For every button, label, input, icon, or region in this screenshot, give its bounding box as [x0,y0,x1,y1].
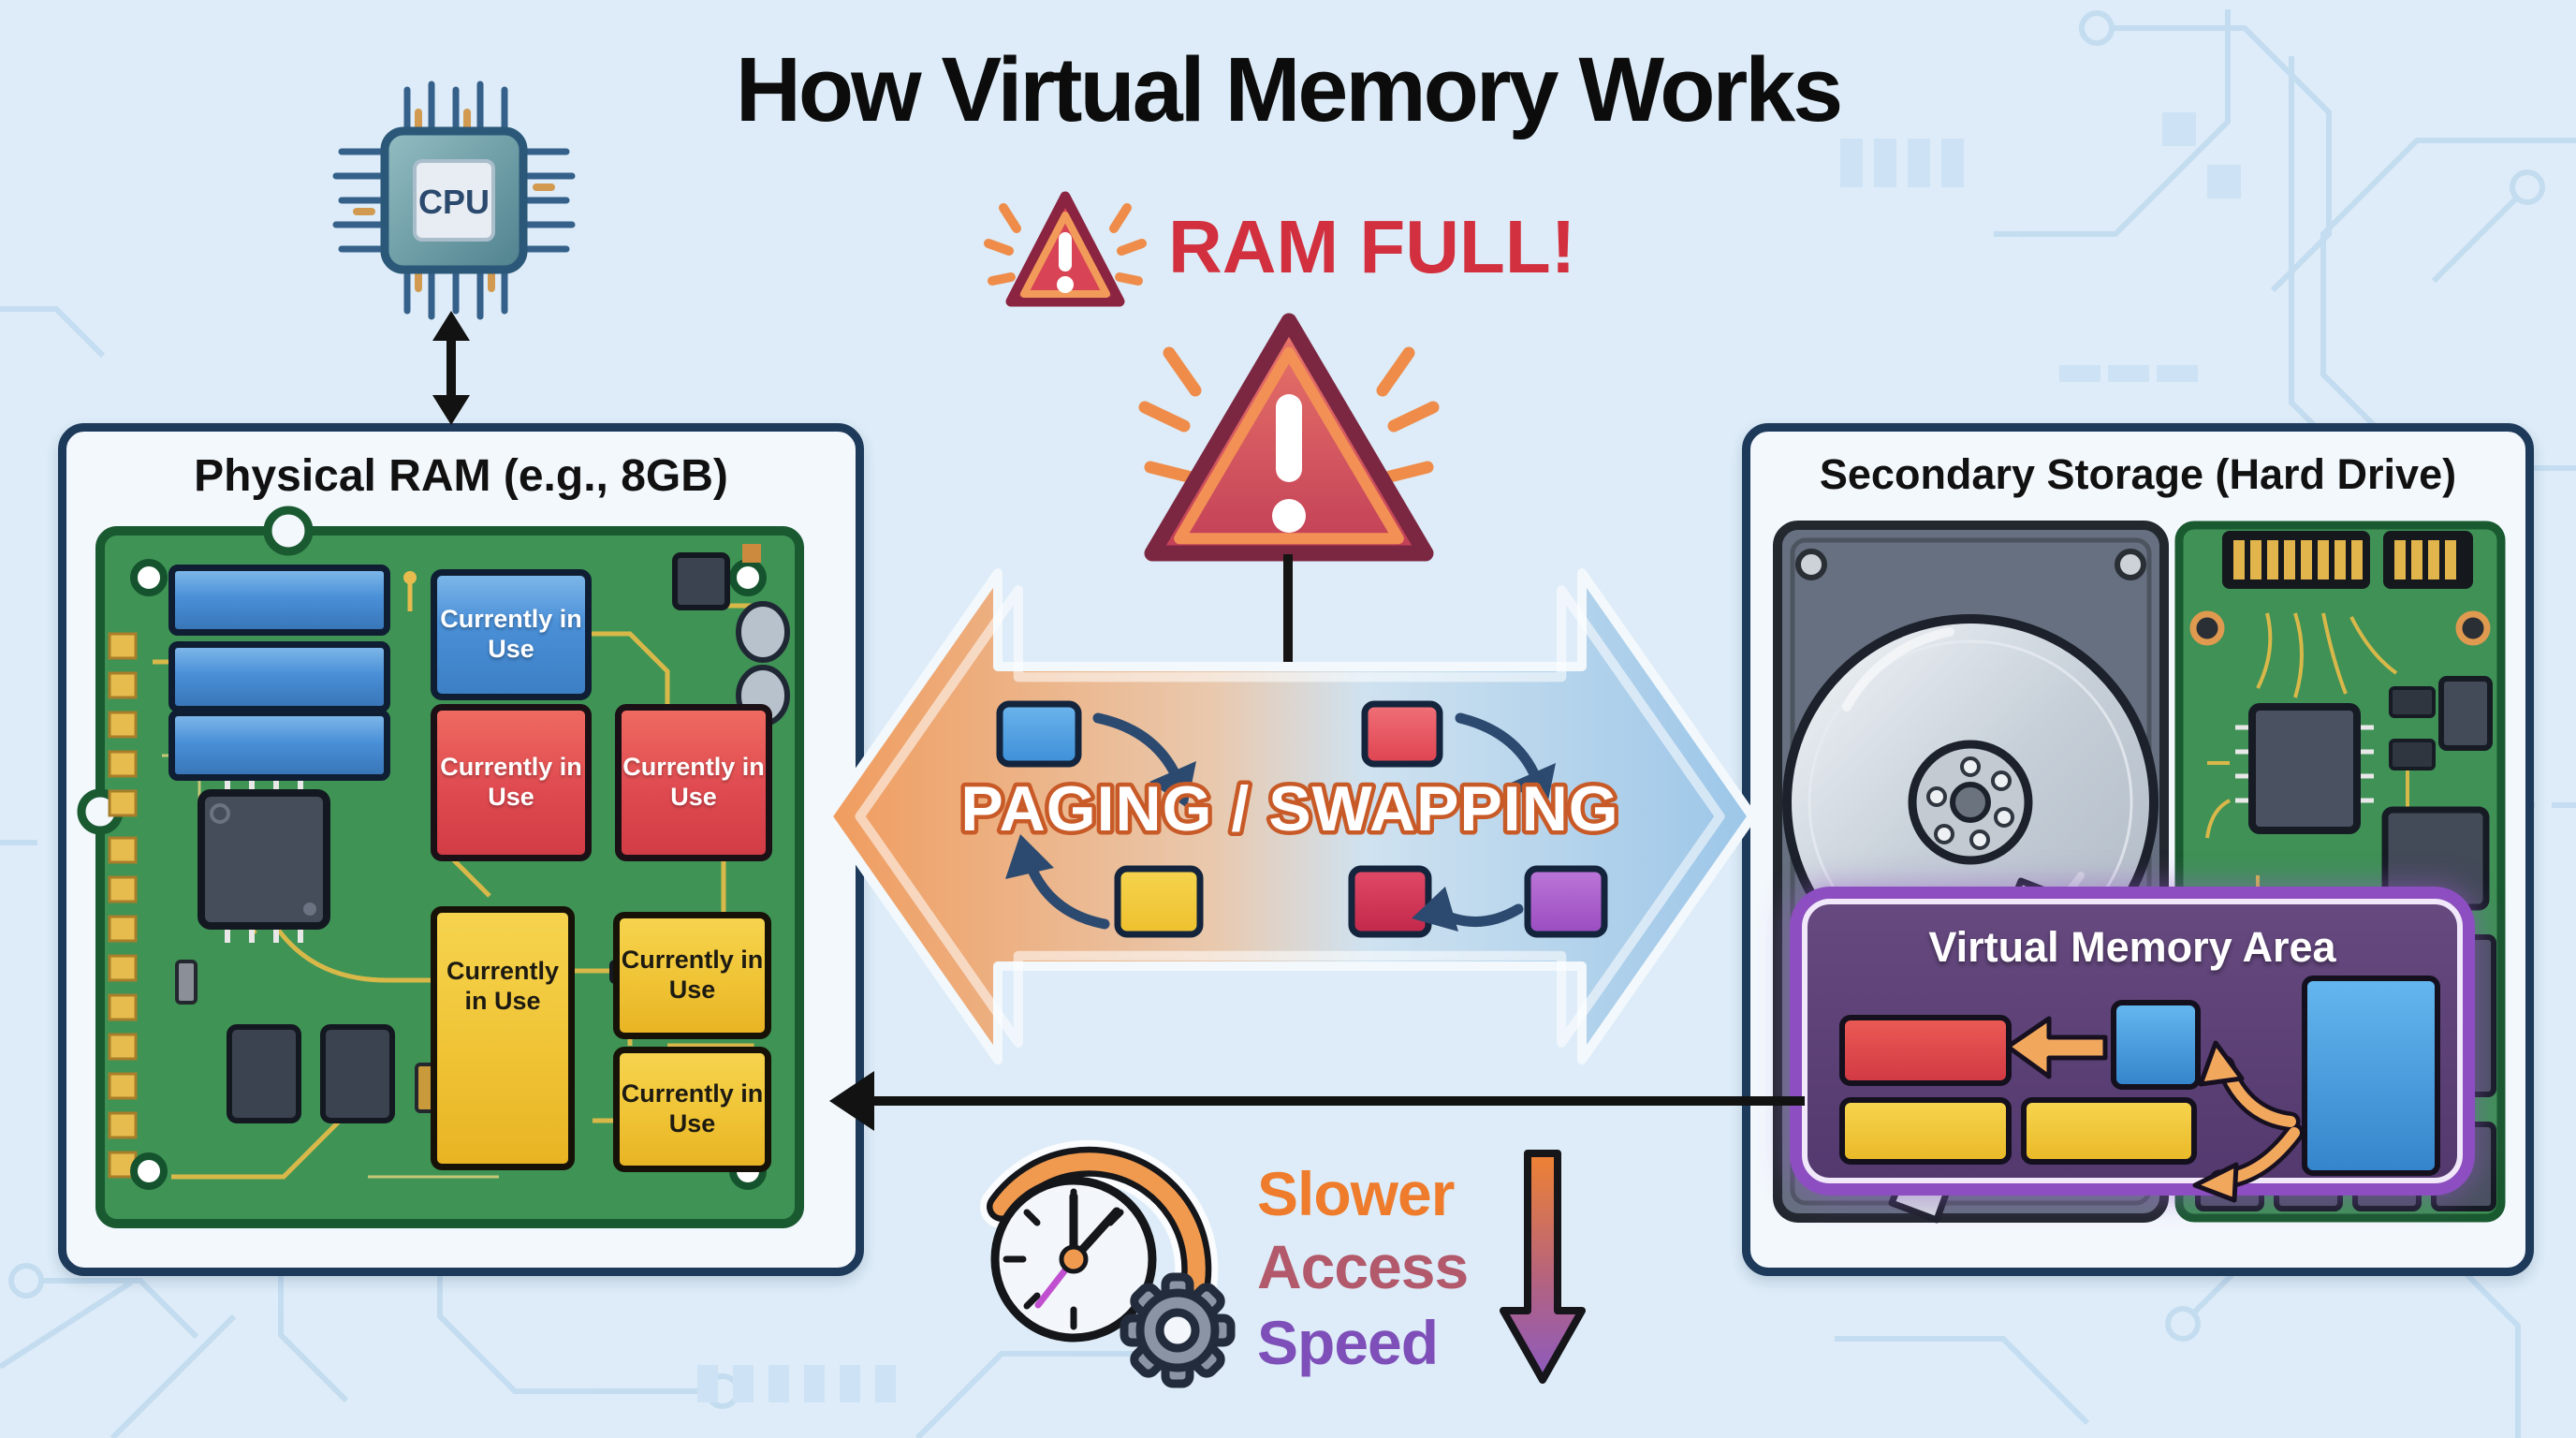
ram-block-in-use-yellow: Currently in Use [613,912,771,1039]
cpu-icon: CPU [332,81,576,320]
sata-connector [2222,531,2473,589]
vm-block-red [1839,1015,2012,1086]
gear-icon [1120,1272,1236,1388]
paging-label: PAGING / SWAPPING [960,773,1618,844]
ram-slot-bar [168,641,390,712]
ram-block-label: Currently in Use [621,1079,764,1137]
ram-block-label: Currently in Use [446,957,560,1015]
ram-block-in-use-red: Currently in Use [431,704,592,861]
virtual-memory-title: Virtual Memory Area [1928,923,2336,971]
ram-block-label: Currently in Use [440,753,582,811]
physical-ram-panel: Physical RAM (e.g., 8GB) [58,423,864,1276]
access-label: Access [1257,1232,1469,1301]
page-square-red [1361,700,1443,768]
ram-block-in-use-blue: Currently in Use [431,569,592,700]
slower-label: Slower [1257,1159,1455,1228]
clock-icon [980,1139,1236,1388]
page-title: How Virtual Memory Works [735,38,1843,140]
ram-block-label: Currently in Use [440,605,582,663]
ram-block-in-use-yellow: Currently in Use [613,1047,771,1172]
cpu-label: CPU [418,183,490,221]
page-square-purple [1524,865,1608,938]
vm-swap-arrows [2005,1016,2305,1203]
ram-block-label: Currently in Use [622,753,765,811]
ram-full-label: RAM FULL! [1168,205,1576,288]
alert-rays [1138,346,1440,483]
ram-block-label: Currently in Use [621,946,764,1004]
ram-slot-bar [168,565,390,636]
paging-swapping-arrow: PAGING / SWAPPING [823,568,1757,1064]
vm-block-blue-large [2302,976,2440,1176]
storage-to-ram-arrow-head [829,1071,874,1131]
vm-block-yellow [1839,1097,2012,1165]
cpu-ram-arrow [432,311,470,425]
page-square-crimson [1348,865,1432,938]
page-square-yellow [1114,865,1204,938]
vm-block-blue-small [2111,1000,2201,1090]
memory-controller-chip [198,776,330,943]
secondary-storage-title: Secondary Storage (Hard Drive) [1819,450,2457,498]
warning-triangle-icon-large [1138,313,1440,562]
vm-block-yellow [2021,1097,2197,1165]
edge-connector-fingers [108,632,138,1179]
ram-block-in-use-yellow: Currently in Use [431,906,575,1170]
vm-arrow-left [2005,1016,2108,1079]
physical-ram-title: Physical RAM (e.g., 8GB) [194,451,728,501]
speed-label: Speed [1257,1308,1439,1377]
warning-triangle-icon-small [984,191,1147,307]
storage-to-ram-arrow-line [869,1096,1805,1106]
ram-slot-bar [168,710,390,781]
alert-connector-line [1283,554,1293,674]
page-square-blue [996,700,1082,768]
virtual-memory-area: Virtual Memory Area [1802,899,2463,1203]
ram-block-in-use-red: Currently in Use [615,704,772,861]
speed-down-arrow [1500,1150,1586,1384]
